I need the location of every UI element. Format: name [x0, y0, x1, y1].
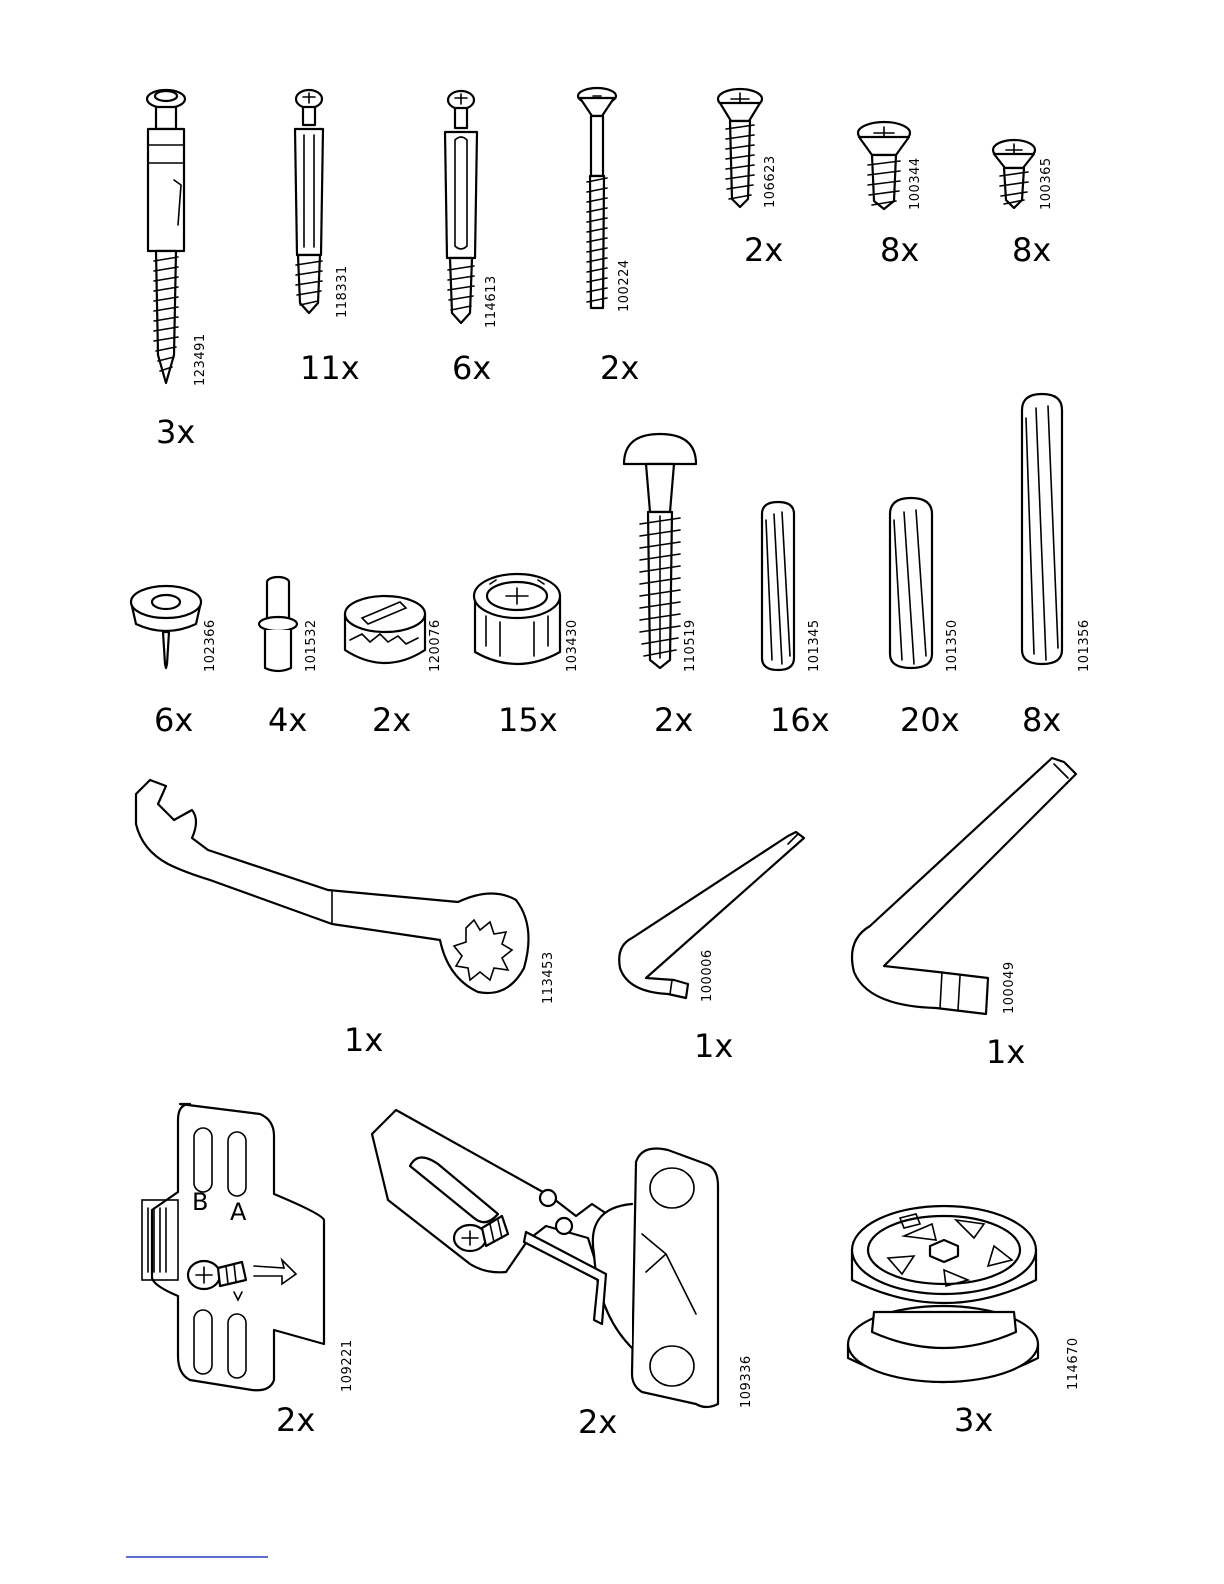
part-code: 109221 — [340, 1339, 355, 1392]
part-code: 101345 — [807, 619, 822, 672]
part-code: 118331 — [335, 265, 350, 318]
part-code: 101350 — [945, 619, 960, 672]
part-code: 101356 — [1077, 619, 1092, 672]
plate-label-b: B — [192, 1190, 208, 1214]
wrench-icon — [128, 776, 538, 1006]
wood-dowel-icon — [758, 500, 798, 672]
part-quantity: 3x — [156, 416, 195, 448]
part-code: 123491 — [193, 333, 208, 386]
dowel-screw-icon — [436, 88, 486, 333]
hinge-mounting-plate-icon — [134, 1100, 334, 1400]
part-code: 100049 — [1002, 961, 1017, 1014]
part-code: 114670 — [1066, 1337, 1081, 1390]
part-code: 102366 — [203, 619, 218, 672]
part-quantity: 15x — [498, 704, 558, 736]
allen-key-icon — [848, 758, 1088, 1020]
part-code: 113453 — [541, 951, 556, 1004]
part-code: 106623 — [763, 155, 778, 208]
shelf-pin-icon — [253, 574, 303, 674]
part-quantity: 4x — [268, 704, 307, 736]
part-code: 110519 — [683, 619, 698, 672]
wood-dowel-icon — [1018, 392, 1068, 668]
wood-dowel-icon — [886, 496, 936, 671]
cam-lock-icon — [340, 592, 430, 672]
long-screw-icon — [572, 86, 622, 316]
part-code: 109336 — [739, 1355, 754, 1408]
part-code: 100365 — [1039, 157, 1054, 210]
cabinet-hinge-icon — [366, 1104, 746, 1412]
part-quantity: 11x — [300, 352, 360, 384]
footer-rule — [126, 1556, 268, 1558]
part-quantity: 2x — [578, 1406, 617, 1438]
part-code: 103430 — [565, 619, 580, 672]
part-quantity: 8x — [1022, 704, 1061, 736]
dowel-screw-icon — [284, 85, 334, 325]
part-quantity: 2x — [654, 704, 693, 736]
screw-icon — [715, 87, 765, 212]
part-quantity: 2x — [276, 1404, 315, 1436]
screw-icon — [989, 138, 1039, 213]
part-quantity: 2x — [600, 352, 639, 384]
part-code: 100344 — [908, 157, 923, 210]
part-quantity: 6x — [452, 352, 491, 384]
part-quantity: 1x — [694, 1030, 733, 1062]
part-quantity: 2x — [372, 704, 411, 736]
screw-icon — [854, 121, 914, 211]
cam-lock-nut-icon — [470, 566, 565, 671]
part-code: 114613 — [484, 275, 499, 328]
part-quantity: 16x — [770, 704, 830, 736]
cam-connector-icon — [844, 1196, 1044, 1396]
part-quantity: 2x — [744, 234, 783, 266]
part-quantity: 8x — [880, 234, 919, 266]
part-quantity: 1x — [986, 1036, 1025, 1068]
part-quantity: 6x — [154, 704, 193, 736]
part-code: 120076 — [428, 619, 443, 672]
part-code: 101532 — [304, 619, 319, 672]
floor-glide-icon — [126, 582, 206, 672]
part-code: 100224 — [617, 259, 632, 312]
plate-label-a: A — [230, 1200, 246, 1224]
cam-lock-bolt-icon — [136, 85, 196, 395]
part-quantity: 1x — [344, 1024, 383, 1056]
part-quantity: 8x — [1012, 234, 1051, 266]
part-quantity: 3x — [954, 1404, 993, 1436]
part-code: 100006 — [700, 949, 715, 1002]
part-quantity: 20x — [900, 704, 960, 736]
